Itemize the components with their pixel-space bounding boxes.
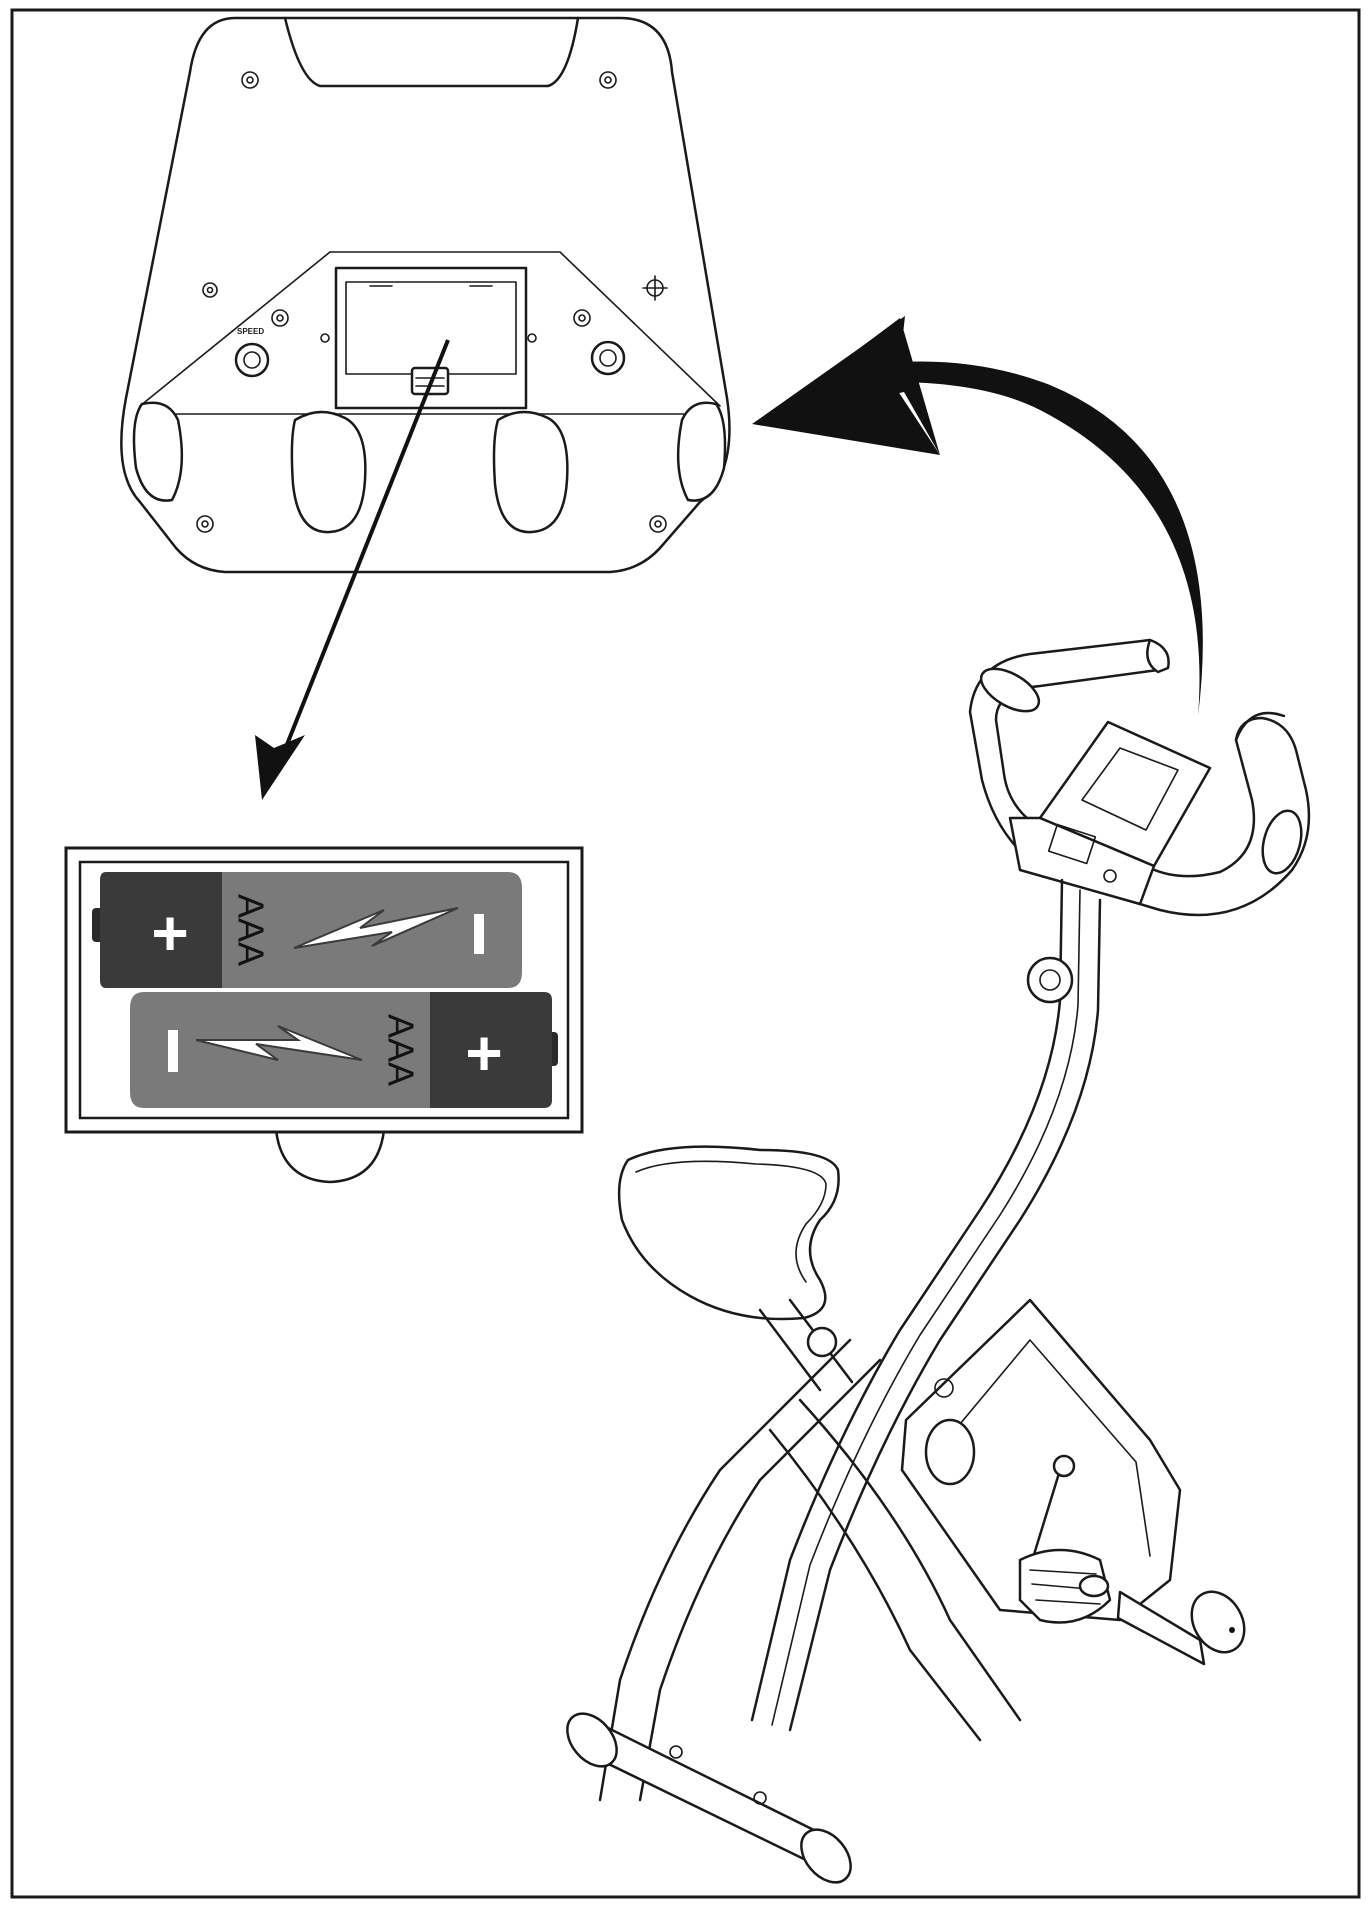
speed-jack <box>234 342 270 378</box>
right-grip-pad <box>1261 809 1303 875</box>
curved-arrow-head-fill <box>752 316 940 455</box>
seat-frame-right <box>638 1358 882 1802</box>
battery-holder-inner <box>78 860 570 1120</box>
handlebar-left-cap <box>1146 638 1170 674</box>
battery-top-bolt-icon <box>293 907 459 949</box>
console-inner-plateau <box>139 251 721 407</box>
front-stabilizer-bolt <box>753 1791 767 1805</box>
console-top-notch <box>283 16 580 88</box>
page-border <box>10 8 1361 1899</box>
front-post-center <box>771 889 1081 1726</box>
right-jack <box>590 340 626 376</box>
battery-holder-tab <box>274 1128 386 1184</box>
speed-label: SPEED <box>237 327 264 336</box>
crank-pivot <box>1052 1454 1076 1478</box>
battery-top: + AAA <box>92 872 522 988</box>
bike-console-front <box>1008 816 1156 906</box>
arrow-to-battery-holder <box>255 339 450 800</box>
front-foot-cap-left <box>566 1712 618 1768</box>
front-post-left <box>750 878 1064 1722</box>
speed-jack-inner <box>243 351 261 369</box>
rear-post-right <box>798 1398 1022 1722</box>
post-adjust-knob <box>1026 956 1074 1004</box>
seat-post-left <box>758 1308 822 1392</box>
battery-bottom-bolt-icon <box>195 1025 363 1061</box>
folding-exercise-bike <box>566 638 1311 1884</box>
bike-console-screen-back <box>1081 747 1179 831</box>
console-left-recess <box>290 410 367 534</box>
right-jack-inner <box>599 349 617 367</box>
handlebar-right-end <box>1234 711 1286 742</box>
console-right-recess <box>492 410 569 534</box>
frame-pivot-bolt <box>934 1378 954 1398</box>
flywheel-housing-inner <box>929 1339 1151 1557</box>
battery-top-type-label: AAA <box>230 894 271 966</box>
battery-top-negative-symbol <box>474 914 484 954</box>
battery-holder: + AAA + AAA <box>64 846 584 1184</box>
battery-bottom-negative-symbol <box>168 1030 178 1072</box>
battery-bottom-body <box>130 992 430 1108</box>
front-stabilizer-tube <box>582 1722 832 1864</box>
post-adjust-knob-inner <box>1039 969 1061 991</box>
arrow-to-console-back <box>752 316 1203 716</box>
seat <box>617 1145 840 1321</box>
battery-top-positive-cap <box>100 872 222 988</box>
battery-bottom-positive-cap <box>430 992 552 1108</box>
console-right-grip <box>676 401 727 502</box>
resistance-knob <box>924 1418 976 1486</box>
battery-bottom-positive-symbol: + <box>465 1017 502 1089</box>
console-screws <box>196 71 668 533</box>
seat-knob <box>806 1326 838 1358</box>
seat-frame-left <box>598 1338 852 1802</box>
rear-foot-cap-dot <box>1229 1627 1235 1633</box>
bike-console-display <box>1047 823 1097 865</box>
seat-top-contour <box>635 1160 827 1283</box>
bike-console-button <box>1103 869 1117 883</box>
curved-arrow-shaft <box>892 361 1203 716</box>
battery-top-positive-symbol: + <box>151 897 188 969</box>
battery-bottom: + AAA <box>130 992 558 1108</box>
front-post-right <box>788 898 1102 1732</box>
front-foot-cap-right <box>800 1828 852 1884</box>
front-stabilizer-bolt <box>669 1745 683 1759</box>
rear-stabilizer-tube <box>1116 1590 1206 1666</box>
console-back-view: SPEED <box>120 16 731 574</box>
rear-foot-cap <box>1190 1590 1246 1654</box>
arrow-shaft <box>282 339 450 753</box>
console-left-grip <box>132 401 184 502</box>
left-grip-pad <box>979 667 1041 713</box>
battery-bottom-type-label: AAA <box>380 1014 421 1086</box>
rear-foot-bracket <box>1078 1574 1110 1598</box>
flywheel-housing <box>900 1298 1182 1622</box>
arrow-head <box>255 735 305 800</box>
rear-post-left <box>768 1428 982 1742</box>
